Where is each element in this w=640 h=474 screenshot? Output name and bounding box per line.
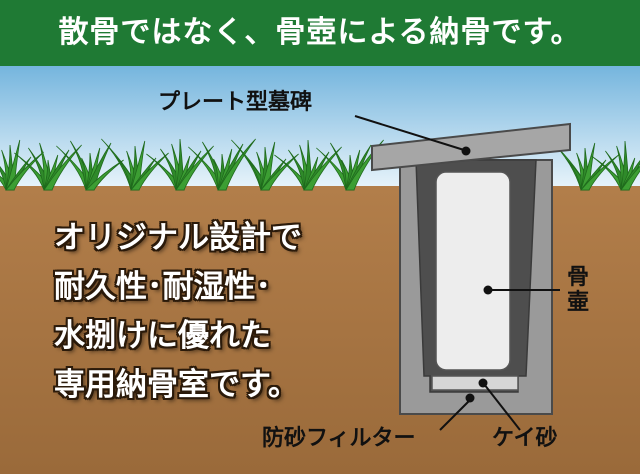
grass-blade [620, 165, 640, 191]
grass-blade [43, 144, 82, 191]
leader-filter [439, 399, 471, 431]
grass-blade [260, 153, 299, 191]
urn-shape [435, 171, 511, 371]
silica-sand-layer [431, 375, 519, 391]
dot-plate-tomb [461, 146, 471, 156]
description-line-2: 耐久性･耐湿性･ [54, 269, 271, 305]
grass-blade [217, 138, 256, 191]
dot-urn [483, 285, 493, 295]
grass-blade [130, 152, 169, 191]
description-line-4: 専用納骨室です。 [54, 367, 299, 403]
plate-tomb-slab [371, 122, 571, 172]
description-line-3: 水捌けに優れた [54, 318, 271, 354]
dot-sand [478, 378, 488, 388]
page-title: 散骨ではなく、骨壺による納骨です。 [0, 0, 640, 66]
label-sand: ケイ砂 [492, 426, 558, 451]
grass-blade [303, 146, 342, 191]
label-urn: 骨壷 [566, 265, 589, 315]
leader-sand [483, 383, 521, 431]
description-line-1: オリジナル設計で [54, 220, 302, 256]
grass-blade [175, 145, 214, 191]
grass-blade [85, 159, 124, 191]
grass-row [0, 138, 640, 191]
grass-blade [5, 151, 44, 191]
leader-plate-tomb [354, 115, 465, 151]
description-text: オリジナル設計で 耐久性･耐湿性･ 水捌けに優れた 専用納骨室です。 [54, 214, 302, 410]
label-plate-tomb: プレート型墓碑 [158, 90, 313, 115]
label-filter: 防砂フィルター [262, 426, 416, 451]
dot-filter [465, 393, 475, 403]
